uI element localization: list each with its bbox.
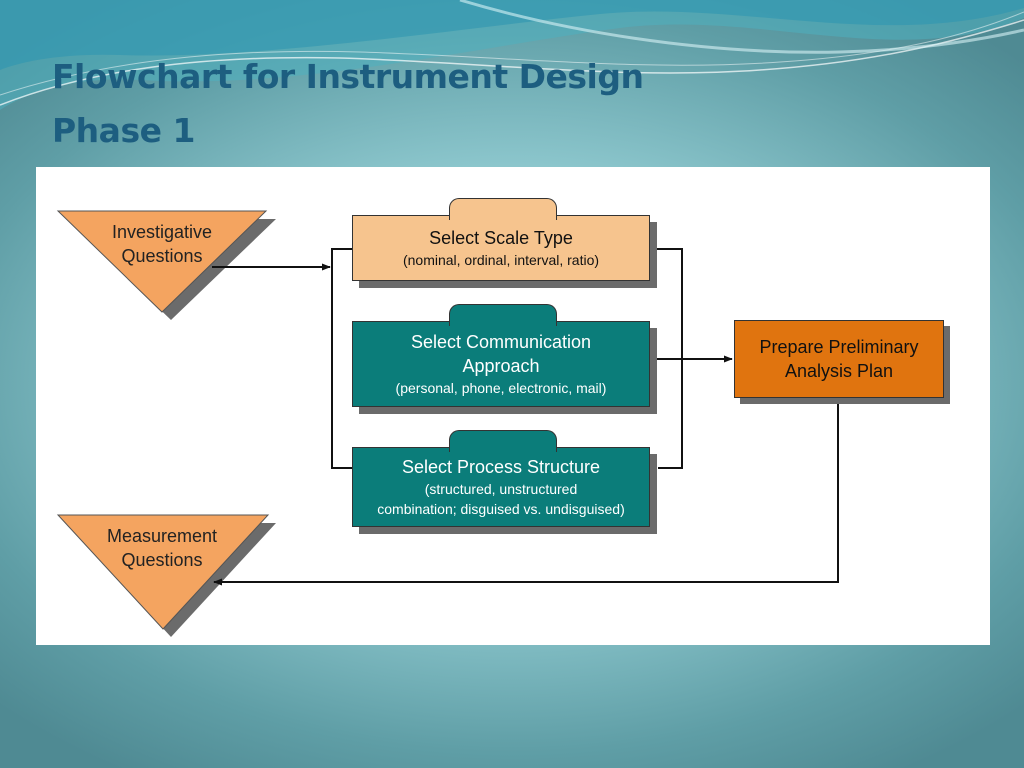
select-communication-approach-box: Select Communication Approach (personal,… [352, 304, 650, 407]
communication-box-tab [449, 304, 557, 326]
process-box-detail-line-1: (structured, unstructured [424, 481, 578, 497]
scale-box-tab [449, 198, 557, 220]
arrow-analysis-to-measurement [213, 398, 839, 586]
process-box-detail-line-2: combination; disguised vs. undisguised) [377, 501, 625, 517]
analysis-box-line-2: Analysis Plan [784, 361, 894, 381]
process-box-title: Select Process Structure [401, 457, 601, 477]
flowchart-canvas: Investigative Questions Measurement Ques… [36, 167, 990, 645]
header-wave-decoration [0, 0, 1024, 110]
select-process-structure-box: Select Process Structure (structured, un… [352, 430, 650, 527]
select-scale-type-box: Select Scale Type (nominal, ordinal, int… [352, 198, 650, 281]
slide-title-line-1: Flowchart for Instrument Design [52, 57, 644, 96]
communication-box-title-line-2: Approach [462, 356, 540, 376]
investigative-questions-triangle [56, 210, 268, 313]
slide-title-line-2: Phase 1 [52, 111, 195, 150]
slide-title: Flowchart for Instrument Design Phase 1 [52, 50, 644, 158]
analysis-box-line-1: Prepare Preliminary [759, 337, 919, 357]
communication-box-title-line-1: Select Communication [410, 332, 592, 352]
prepare-preliminary-analysis-plan-box: Prepare Preliminary Analysis Plan [734, 320, 944, 398]
measurement-questions-line-2: Questions [121, 550, 203, 570]
measurement-questions-triangle [56, 514, 270, 630]
measurement-questions-label: Measurement Questions [82, 524, 242, 572]
scale-box-detail: (nominal, ordinal, interval, ratio) [402, 252, 600, 268]
communication-box-detail: (personal, phone, electronic, mail) [395, 380, 607, 396]
scale-box-title: Select Scale Type [429, 228, 573, 248]
investigative-questions-line-1: Investigative [111, 222, 213, 242]
investigative-questions-line-2: Questions [121, 246, 203, 266]
process-box-tab [449, 430, 557, 452]
flowchart-connectors [56, 210, 839, 637]
measurement-questions-line-1: Measurement [106, 526, 218, 546]
left-group-bracket [331, 248, 352, 469]
investigative-questions-label: Investigative Questions [82, 220, 242, 268]
